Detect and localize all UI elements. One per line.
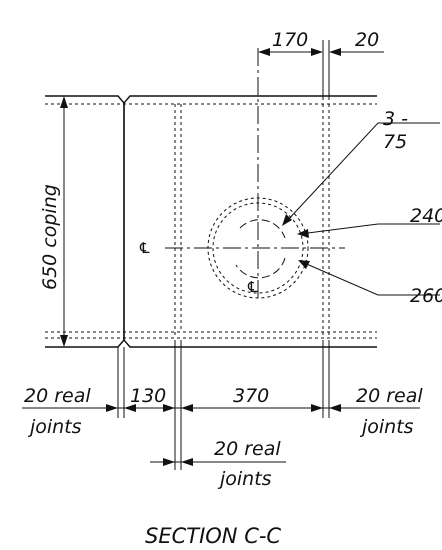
dim-arrow-650-top bbox=[60, 96, 68, 108]
callout-arrow-3 bbox=[298, 260, 310, 269]
dim-label-right-joint-1: 20 real bbox=[356, 385, 423, 407]
dim-arrow-20-top bbox=[329, 48, 341, 56]
dim-arrow-130-left bbox=[124, 404, 136, 412]
centerline-symbol-left: ℄ bbox=[139, 239, 150, 257]
dim-arrow-bottom-joint-left bbox=[163, 458, 175, 466]
dim-arrow-170-right bbox=[311, 48, 323, 56]
dim-arrow-bottom-joint-right bbox=[181, 458, 193, 466]
dim-arrow-right-joint bbox=[329, 404, 341, 412]
callout-label-1a: 3 - bbox=[383, 108, 408, 130]
dim-label-right-joint-2: joints bbox=[359, 416, 414, 438]
dim-label-bottom-joint-1: 20 real bbox=[214, 438, 281, 460]
dim-label-left-joint-1: 20 real bbox=[24, 385, 91, 407]
callout-label-3: 260 bbox=[410, 285, 442, 307]
dim-arrow-130-right bbox=[163, 404, 175, 412]
bore-circle-75 bbox=[235, 219, 286, 279]
dim-label-left-joint-2: joints bbox=[27, 416, 82, 438]
callout-label-1b: 75 bbox=[383, 131, 407, 153]
callout-leader-3 bbox=[301, 261, 440, 296]
centerline-symbol-bottom: ℄ bbox=[247, 278, 258, 296]
dim-arrow-370-right bbox=[311, 404, 323, 412]
section-title: SECTION C-C bbox=[145, 524, 281, 548]
dim-arrow-170-left bbox=[258, 48, 270, 56]
dim-label-20-top: 20 bbox=[355, 29, 379, 51]
callout-leader-1 bbox=[285, 122, 440, 223]
callout-leader-2 bbox=[299, 223, 440, 235]
dim-label-650: 650 coping bbox=[39, 184, 61, 290]
dim-arrow-370-left bbox=[181, 404, 193, 412]
dim-label-bottom-joint-2: joints bbox=[217, 468, 272, 490]
dim-arrow-left-joint bbox=[106, 404, 118, 412]
dim-label-130: 130 bbox=[130, 385, 166, 407]
right-coping-block bbox=[123, 95, 377, 348]
dim-arrow-650-bottom bbox=[60, 335, 68, 347]
callout-arrow-1 bbox=[282, 214, 292, 226]
callout-arrow-2 bbox=[297, 229, 309, 238]
callout-label-2: 240 bbox=[410, 205, 442, 227]
dim-label-170: 170 bbox=[272, 29, 308, 51]
dim-label-370: 370 bbox=[233, 385, 269, 407]
